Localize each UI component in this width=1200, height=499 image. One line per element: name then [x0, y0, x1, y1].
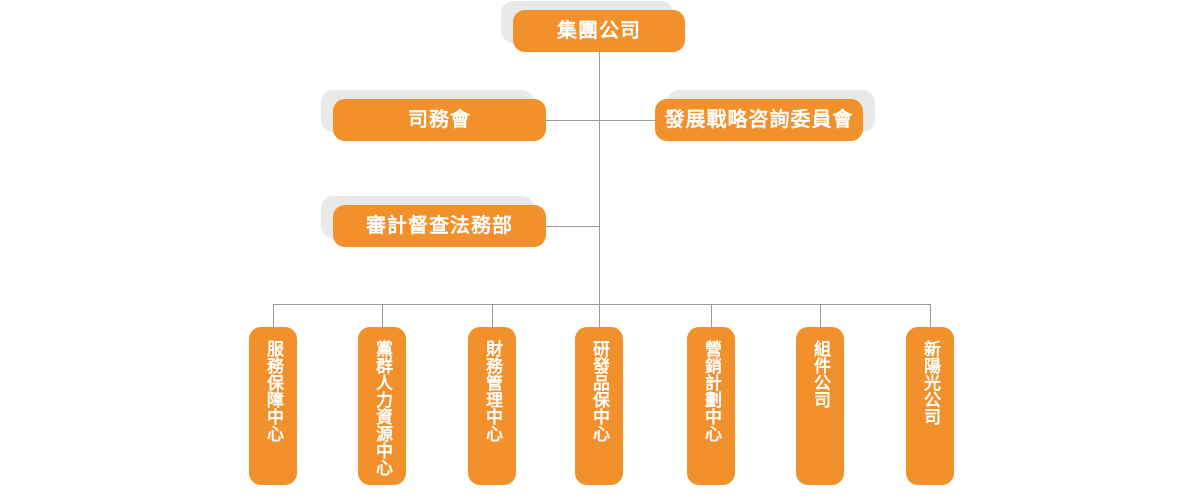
- org-node-dept-label: 黨群人力資源中心: [373, 340, 392, 476]
- org-node-advisory-committee: 發展戰略咨詢委員會: [655, 99, 863, 141]
- org-node-audit-legal-label: 審計督查法務部: [366, 215, 513, 237]
- connector-drop-3: [492, 304, 493, 327]
- org-node-dept-label: 組件公司: [811, 340, 830, 408]
- org-node-dept-service-support: 服務保障中心: [249, 327, 297, 485]
- connector-drop-6: [820, 304, 821, 327]
- org-node-dept-label: 研發品保中心: [590, 340, 609, 442]
- org-node-dept-label: 新陽光公司: [921, 340, 940, 425]
- org-node-dept-label: 服務保障中心: [264, 340, 283, 442]
- connector-level2-horizontal: [546, 120, 655, 121]
- org-node-audit-legal: 審計督查法務部: [333, 205, 546, 247]
- connector-level3-horizontal: [546, 226, 599, 227]
- org-node-dept-finance: 財務管理中心: [468, 327, 516, 485]
- org-node-council-label: 司務會: [408, 109, 471, 131]
- org-node-dept-label: 營銷計劃中心: [702, 340, 721, 442]
- connector-drop-4: [599, 304, 600, 327]
- org-node-root: 集團公司: [513, 10, 685, 52]
- connector-drop-7: [930, 304, 931, 327]
- connector-drop-1: [273, 304, 274, 327]
- connector-drop-2: [382, 304, 383, 327]
- connector-drop-5: [711, 304, 712, 327]
- connector-main-vertical: [599, 52, 600, 304]
- org-node-dept-rd-qa: 研發品保中心: [575, 327, 623, 485]
- org-node-dept-label: 財務管理中心: [483, 340, 502, 442]
- org-node-root-label: 集團公司: [557, 20, 641, 42]
- org-node-dept-party-hr: 黨群人力資源中心: [358, 327, 406, 485]
- org-node-dept-new-sunshine-company: 新陽光公司: [906, 327, 954, 485]
- org-node-dept-marketing-planning: 營銷計劃中心: [687, 327, 735, 485]
- org-node-advisory-committee-label: 發展戰略咨詢委員會: [664, 109, 854, 131]
- org-node-council: 司務會: [333, 99, 546, 141]
- org-node-dept-components-company: 組件公司: [796, 327, 844, 485]
- connector-bottom-horizontal: [273, 304, 931, 305]
